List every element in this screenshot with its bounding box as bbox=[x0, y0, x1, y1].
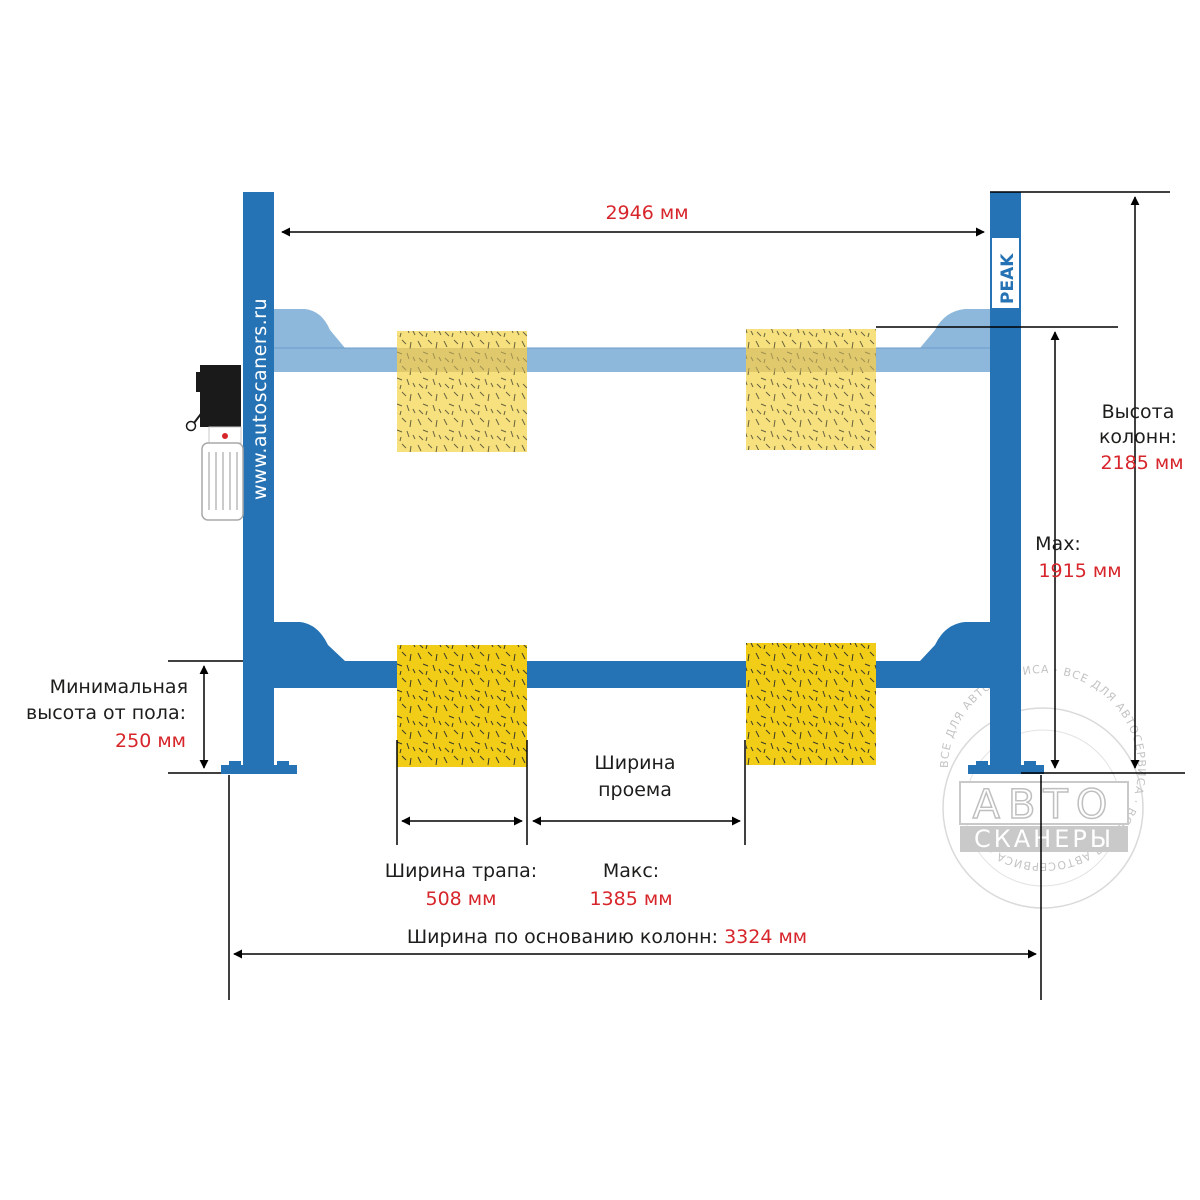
watermark-line-2: СКАНЕРЫ bbox=[974, 825, 1114, 853]
max-height-value: 1915 мм bbox=[1038, 560, 1121, 582]
min-height-value: 250 мм bbox=[115, 730, 186, 752]
column-height-label-1: Высота bbox=[1102, 401, 1175, 423]
opening-value: 1385 мм bbox=[589, 888, 672, 910]
top-span-value: 2946 мм bbox=[605, 202, 688, 224]
column-height-label-2: колонн: bbox=[1099, 426, 1177, 448]
opening-label-1: Ширина bbox=[594, 752, 675, 774]
hydraulic-power-unit bbox=[185, 365, 244, 521]
watermark-line-1: АВТО bbox=[973, 782, 1116, 828]
back-pad-left bbox=[397, 331, 527, 452]
right-column-base bbox=[968, 765, 1044, 774]
indicator-light bbox=[222, 433, 228, 439]
opening-label-2: проема bbox=[598, 779, 672, 801]
runway-width-label: Ширина трапа: bbox=[385, 860, 537, 882]
base-width-value: 3324 мм bbox=[724, 926, 807, 948]
base-width-label: Ширина по основанию колонн: bbox=[407, 926, 718, 948]
runway-width-value: 508 мм bbox=[426, 888, 497, 910]
opening-label-3: Макс: bbox=[603, 860, 659, 882]
front-beam bbox=[274, 622, 990, 688]
min-height-label-1: Минимальная bbox=[50, 676, 188, 698]
back-beam-assembly bbox=[274, 309, 990, 452]
front-pad-right bbox=[746, 643, 876, 765]
left-column bbox=[243, 192, 274, 772]
left-column-base bbox=[221, 765, 297, 774]
column-website-text: www.autoscaners.ru bbox=[249, 298, 271, 500]
front-pad-left bbox=[397, 645, 527, 767]
dimension-lines bbox=[168, 191, 1185, 1000]
max-height-label: Max: bbox=[1035, 533, 1081, 555]
min-height-label-2: высота от пола: bbox=[26, 702, 186, 724]
watermark: ВСЕ ДЛЯ АВТОСЕРВИСА · ВСЕ ДЛЯ АВТОСЕРВИС… bbox=[938, 663, 1147, 909]
base-width-text: Ширина по основанию колонн: 3324 мм bbox=[407, 926, 807, 948]
front-beam-assembly bbox=[274, 622, 990, 767]
back-beam bbox=[274, 309, 990, 372]
peak-logo-text: PEAK bbox=[998, 253, 1018, 304]
peak-logo: PEAK bbox=[992, 238, 1019, 308]
back-pad-right bbox=[746, 329, 876, 450]
column-height-value: 2185 мм bbox=[1100, 452, 1183, 474]
